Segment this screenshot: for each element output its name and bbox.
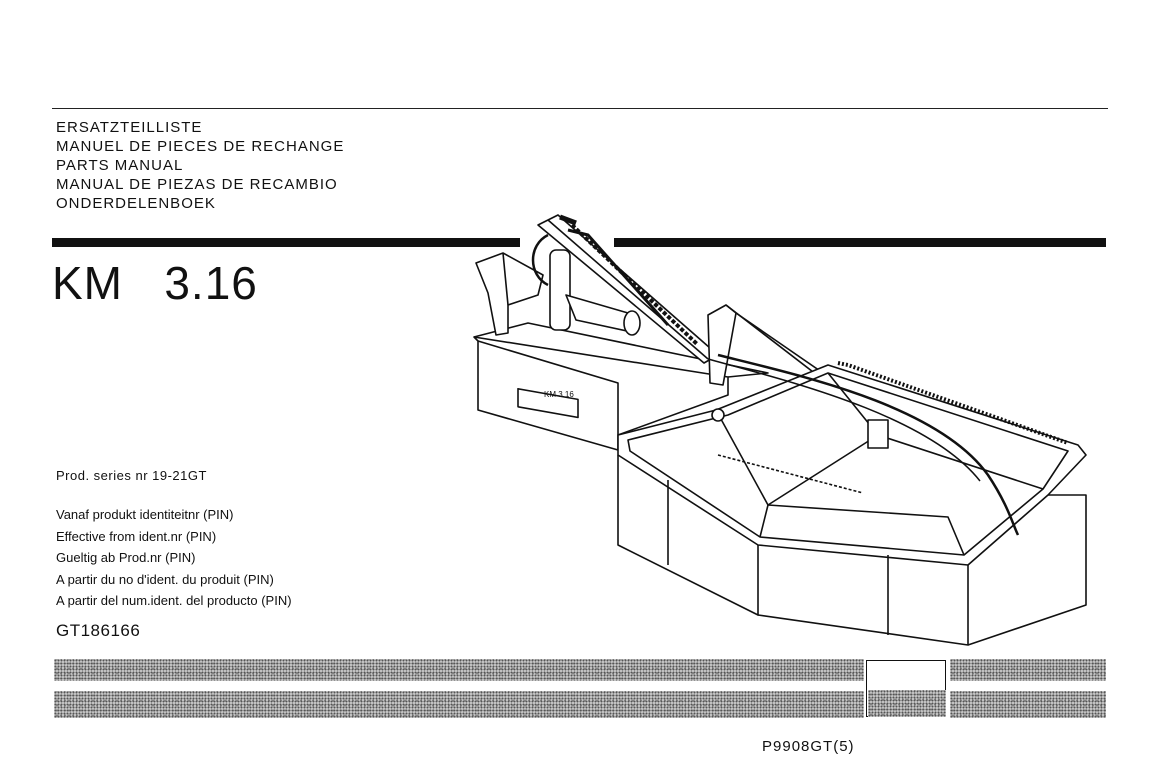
stipple-band: [868, 690, 946, 717]
model-name: KM 3.16: [52, 257, 258, 309]
svg-text:KM 3.16: KM 3.16: [544, 390, 574, 399]
manual-titles: ERSATZTEILLISTE MANUEL DE PIECES DE RECH…: [56, 118, 344, 213]
stipple-band: [54, 691, 864, 718]
production-series: Prod. series nr 19-21GT: [56, 468, 207, 483]
stipple-band: [950, 659, 1106, 681]
pin-line: A partir du no d'ident. du produit (PIN): [56, 571, 274, 587]
document-code: P9908GT(5): [762, 738, 855, 755]
title-line: MANUAL DE PIEZAS DE RECAMBIO: [56, 176, 338, 193]
stipple-band: [54, 659, 864, 681]
top-rule: [52, 108, 1108, 109]
pin-line: Effective from ident.nr (PIN): [56, 528, 217, 544]
title-line: MANUEL DE PIECES DE RECHANGE: [56, 138, 345, 155]
heading-bar-right: [614, 238, 1106, 247]
disc-mower-drawing-icon: KM 3.16: [473, 214, 1087, 646]
pin-line: A partir del num.ident. del producto (PI…: [56, 593, 292, 608]
pin-line: Gueltig ab Prod.nr (PIN): [56, 550, 196, 565]
stipple-band: [950, 691, 1106, 718]
serial-number: GT186166: [56, 621, 141, 640]
pin-lines: Vanaf produkt identiteitnr (PIN) Effecti…: [56, 504, 292, 612]
pin-line: Vanaf produkt identiteitnr (PIN): [56, 507, 234, 522]
title-line: PARTS MANUAL: [56, 157, 184, 174]
heading-bar-left: [52, 238, 520, 247]
mower-illustration: KM 3.16: [468, 205, 1108, 655]
title-line: ERSATZTEILLISTE: [56, 119, 203, 136]
title-line: ONDERDELENBOEK: [56, 195, 216, 212]
